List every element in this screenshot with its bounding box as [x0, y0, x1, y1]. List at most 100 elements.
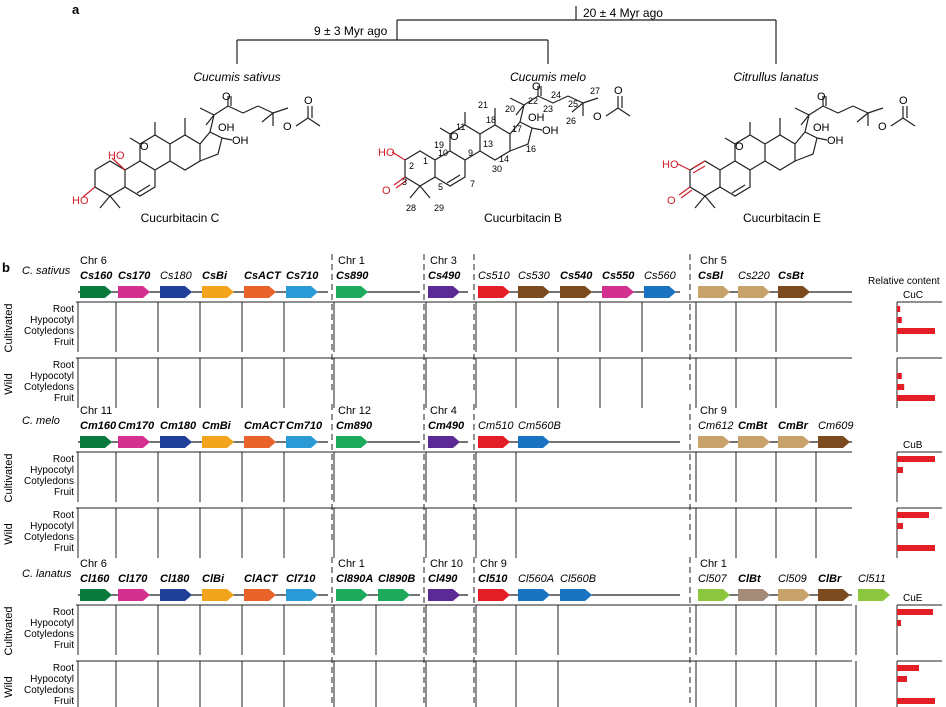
gene-arrow — [644, 286, 676, 298]
cuc-oxygen-acetyl: O — [304, 95, 313, 107]
gene-label: Cl510 — [478, 573, 508, 585]
tissue-label: Root — [53, 454, 74, 465]
gene-arrow — [80, 436, 112, 448]
gene-arrow — [286, 589, 318, 601]
gene-arrow — [698, 286, 730, 298]
gene-arrow — [478, 589, 510, 601]
chromosome-label: Chr 4 — [430, 405, 457, 417]
gene-arrow — [118, 286, 150, 298]
cuc-oxygen-11: O — [140, 141, 149, 153]
tissue-label: Root — [53, 360, 74, 371]
gene-arrow — [286, 436, 318, 448]
compound-cucurbitacin-c: Cucurbitacin C — [141, 211, 220, 225]
section-species-name: C. lanatus — [22, 568, 72, 580]
gene-label: Cl507 — [698, 573, 728, 585]
gene-arrow — [818, 436, 850, 448]
chromosome-label: Chr 3 — [430, 255, 457, 267]
gene-label: Cm612 — [698, 420, 733, 432]
gene-label: Cs530 — [518, 270, 551, 282]
cuc-oh-20: OH — [218, 122, 235, 134]
condition-label: Cultivated — [3, 607, 15, 656]
content-bar — [897, 467, 903, 473]
chromosome-label: Chr 9 — [700, 405, 727, 417]
chromosome-label: Chr 5 — [700, 255, 727, 267]
gene-arrow — [818, 589, 850, 601]
gene-label: ClBi — [202, 573, 225, 585]
tissue-label: Hypocotyl — [30, 315, 74, 326]
gene-arrow — [858, 589, 890, 601]
tissue-label: Cotyledons — [24, 326, 74, 337]
structure-cucurbitacin-c: O O O O OH OH HO HO — [72, 91, 321, 209]
condition-label: Cultivated — [3, 304, 15, 353]
gene-arrow — [738, 589, 770, 601]
gene-label: CsBt — [778, 270, 805, 282]
compound-cucurbitacin-e: Cucurbitacin E — [743, 211, 821, 225]
tissue-label: Cotyledons — [24, 476, 74, 487]
gene-label: Cs180 — [160, 270, 193, 282]
cub-oxygen-22: O — [532, 81, 541, 93]
gene-arrow — [738, 286, 770, 298]
gene-arrow — [698, 436, 730, 448]
gene-label: Cm180 — [160, 420, 197, 432]
cue-oxygen-11: O — [735, 141, 744, 153]
chromosome-label: Chr 1 — [338, 255, 365, 267]
tissue-label: Fruit — [54, 696, 74, 707]
gene-arrow — [160, 286, 192, 298]
tissue-label: Fruit — [54, 543, 74, 554]
cub-atom-2: 2 — [409, 161, 414, 171]
content-bar — [897, 306, 901, 312]
tissue-label: Root — [53, 607, 74, 618]
gene-arrow — [202, 589, 234, 601]
cub-atom-5: 5 — [438, 182, 443, 192]
chromosome-label: Chr 6 — [80, 558, 107, 570]
gene-label: Cl170 — [118, 573, 148, 585]
cuc-oxygen-22: O — [222, 91, 231, 103]
cue-oxygen-3: O — [667, 195, 676, 207]
gene-label: ClBt — [738, 573, 762, 585]
cub-atom-20: 20 — [505, 104, 515, 114]
tissue-label: Hypocotyl — [30, 465, 74, 476]
gene-label: Cs170 — [118, 270, 151, 282]
panel-a: a 20 ± 4 Myr ago 9 ± 3 Myr ago Cucumis s… — [72, 2, 916, 225]
gene-arrow — [518, 589, 550, 601]
panel-b-label: b — [2, 260, 10, 275]
gene-arrow — [738, 436, 770, 448]
tissue-label: Hypocotyl — [30, 371, 74, 382]
gene-label: CsACT — [244, 270, 282, 282]
gene-arrow — [244, 286, 276, 298]
chromosome-label: Chr 1 — [338, 558, 365, 570]
content-bar — [897, 384, 905, 390]
tissue-label: Hypocotyl — [30, 618, 74, 629]
gene-label: CmBt — [738, 420, 769, 432]
tissue-label: Cotyledons — [24, 532, 74, 543]
gene-arrow — [478, 286, 510, 298]
cub-atom-18: 18 — [486, 115, 496, 125]
cub-oh-16: OH — [542, 125, 559, 137]
chromosome-label: Chr 9 — [480, 558, 507, 570]
cub-atom-25: 25 — [568, 99, 578, 109]
gene-arrow — [118, 436, 150, 448]
cub-ho-2: HO — [378, 147, 395, 159]
gene-arrow — [118, 589, 150, 601]
cub-atom-28: 28 — [406, 203, 416, 213]
gene-label: Cs890 — [336, 270, 369, 282]
phylogeny-tree — [236, 6, 777, 64]
content-bar — [897, 676, 907, 682]
cub-atom-13: 13 — [483, 139, 493, 149]
cub-atom-19: 19 — [434, 140, 444, 150]
condition-label: Wild — [3, 523, 15, 544]
gene-label: Cm710 — [286, 420, 323, 432]
cub-atom-24: 24 — [551, 90, 561, 100]
cub-atom-14: 14 — [499, 154, 509, 164]
gene-arrow — [560, 286, 592, 298]
gene-label: Cs220 — [738, 270, 771, 282]
chromosome-label: Chr 1 — [700, 558, 727, 570]
cub-atom-30: 30 — [492, 164, 502, 174]
gene-label: Cl710 — [286, 573, 316, 585]
cub-atom-3: 3 — [402, 177, 407, 187]
gene-arrow — [336, 286, 368, 298]
tissue-label: Hypocotyl — [30, 674, 74, 685]
gene-label: Cm609 — [818, 420, 853, 432]
divergence-outer-label: 20 ± 4 Myr ago — [583, 6, 663, 20]
